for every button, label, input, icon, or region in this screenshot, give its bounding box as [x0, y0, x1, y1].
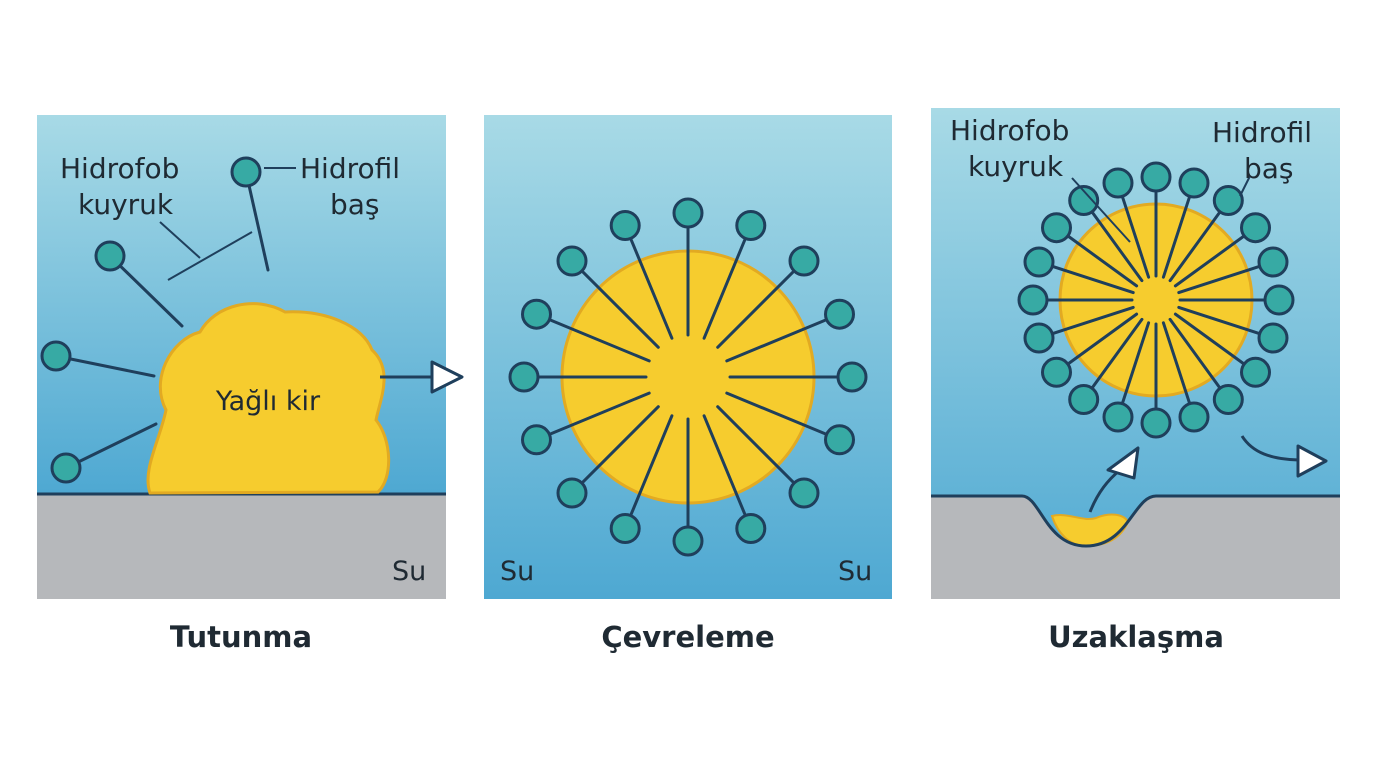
molecule-icon — [716, 245, 820, 349]
molecule-icon — [1102, 321, 1151, 433]
molecule-icon — [725, 298, 855, 363]
molecule-icon — [716, 405, 820, 509]
molecule-icon — [702, 210, 767, 340]
molecule-icon — [1161, 167, 1210, 279]
surface-line — [931, 494, 1340, 548]
tail-leader-line — [1071, 177, 1131, 243]
solid-surface — [37, 494, 446, 599]
molecule-icon — [609, 210, 674, 340]
molecule-icon — [1173, 312, 1271, 388]
micelle — [1017, 161, 1295, 439]
panel-cevreleme: Su Su — [484, 115, 892, 599]
molecule-icon — [1173, 212, 1271, 288]
molecule-icon — [1041, 312, 1139, 388]
dirt-label: Yağlı kir — [215, 386, 321, 417]
molecule-icon — [40, 340, 156, 378]
molecule-icon — [230, 156, 270, 272]
caption-cevreleme: Çevreleme — [601, 620, 775, 654]
water-label: Su — [392, 556, 426, 587]
molecule-icon — [672, 417, 704, 557]
molecule-icon — [50, 422, 158, 484]
molecule-icon — [521, 391, 651, 456]
arrow-up-icon — [1088, 446, 1140, 513]
tail-leader-line — [159, 221, 253, 281]
solid-surface — [931, 496, 1340, 599]
molecule-icon — [1017, 284, 1134, 316]
caption-tutunma: Tutunma — [169, 620, 313, 654]
molecule-icon — [1178, 284, 1295, 316]
molecule-icon — [702, 414, 767, 544]
molecule-icon — [672, 197, 704, 337]
molecule-icon — [1168, 317, 1244, 415]
molecule-icon — [1023, 246, 1135, 295]
head-leader-line — [1239, 175, 1251, 197]
water-label-right: Su — [838, 556, 872, 587]
molecule-icon — [1068, 185, 1144, 283]
molecule-icon — [728, 361, 868, 393]
molecule-icon — [1161, 321, 1210, 433]
water-label-left: Su — [500, 556, 534, 587]
molecule-icon — [556, 245, 660, 349]
arrow-right-icon — [1240, 435, 1328, 478]
molecule-icon — [1140, 322, 1172, 439]
molecule-icon — [556, 405, 660, 509]
molecule-icon — [725, 391, 855, 456]
micelle — [508, 197, 868, 557]
molecule-icon — [521, 298, 651, 363]
arrow-right-icon — [380, 360, 464, 394]
molecule-icon — [1041, 212, 1139, 288]
molecule-icon — [609, 414, 674, 544]
molecule-icon — [1068, 317, 1144, 415]
molecule-icon — [1177, 246, 1289, 295]
molecule-icon — [1102, 167, 1151, 279]
molecule-icon — [1177, 305, 1289, 354]
molecule-icon — [1023, 305, 1135, 354]
molecule-icon — [1140, 161, 1172, 278]
oily-dirt — [146, 302, 391, 495]
molecule-icon — [1168, 185, 1244, 283]
caption-uzaklasma: Uzaklaşma — [1048, 620, 1224, 654]
molecule-icon — [94, 240, 184, 328]
molecule-icon — [508, 361, 648, 393]
